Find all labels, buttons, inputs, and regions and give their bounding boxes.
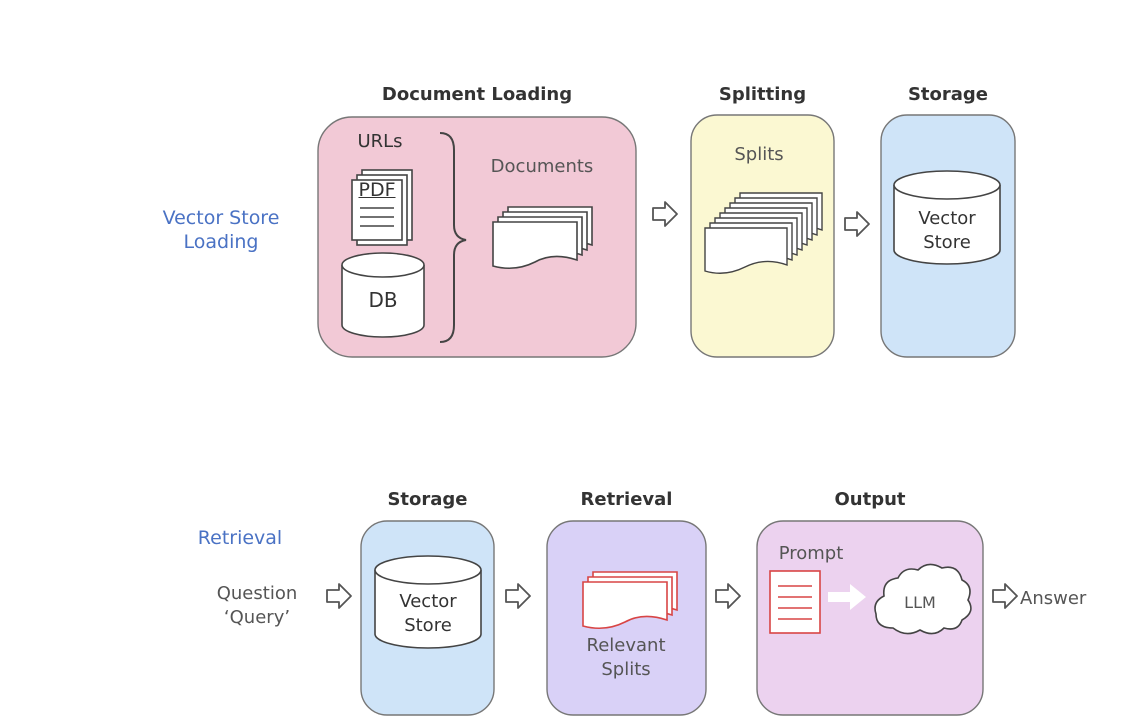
side-label-vector-store-loading: Vector Store Loading <box>150 206 292 254</box>
heading-storage-bottom: Storage <box>387 489 468 510</box>
side-label-line2: Loading <box>183 231 259 253</box>
relevant-line1: Relevant <box>586 635 666 656</box>
documents-label: Documents <box>490 156 594 177</box>
splits-stack-icon <box>704 192 823 274</box>
database-icon <box>341 252 425 338</box>
arrow-right-icon <box>992 583 1018 609</box>
urls-label: URLs <box>357 131 403 152</box>
heading-splitting: Splitting <box>718 84 807 105</box>
vector-store-icon-top <box>893 170 1001 265</box>
heading-retrieval: Retrieval <box>580 489 673 510</box>
side-label-line1: Vector Store <box>162 207 280 229</box>
vector-store-icon-bottom <box>374 555 482 649</box>
llm-label: LLM <box>904 593 936 612</box>
arrow-right-icon <box>844 211 870 237</box>
question-line1: Question <box>216 583 298 604</box>
relevant-line2: Splits <box>601 659 651 680</box>
side-label-retrieval: Retrieval <box>197 527 283 549</box>
relevant-splits-label: Relevant Splits <box>556 634 696 682</box>
arrow-right-icon <box>715 583 741 609</box>
question-line2: ‘Query’ <box>223 607 291 628</box>
vector-store-line1: Vector <box>918 208 976 229</box>
heading-document-loading: Document Loading <box>381 84 573 105</box>
arrow-right-icon <box>652 201 678 227</box>
question-query-label: Question ‘Query’ <box>198 582 316 630</box>
vector-store-line2: Store <box>404 615 452 636</box>
prompt-label: Prompt <box>778 543 844 564</box>
answer-label: Answer <box>1020 588 1087 609</box>
vector-store-line1: Vector <box>399 591 457 612</box>
prompt-document-icon <box>769 570 821 634</box>
vector-store-label-bottom: Vector Store <box>375 590 481 638</box>
heading-storage-top: Storage <box>907 84 989 105</box>
documents-stack-icon <box>492 206 593 270</box>
splits-label: Splits <box>734 144 784 165</box>
pdf-label: PDF <box>358 179 396 201</box>
vector-store-label-top: Vector Store <box>894 207 1000 255</box>
prompt-to-llm-arrow-icon <box>828 584 866 610</box>
arrow-right-icon <box>505 583 531 609</box>
pdf-document-icon <box>351 169 413 246</box>
vector-store-line2: Store <box>923 232 971 253</box>
db-label: DB <box>368 288 398 312</box>
arrow-right-icon <box>326 583 352 609</box>
heading-output: Output <box>834 489 906 510</box>
brace-icon <box>439 132 467 343</box>
cloud-icon <box>874 563 972 635</box>
